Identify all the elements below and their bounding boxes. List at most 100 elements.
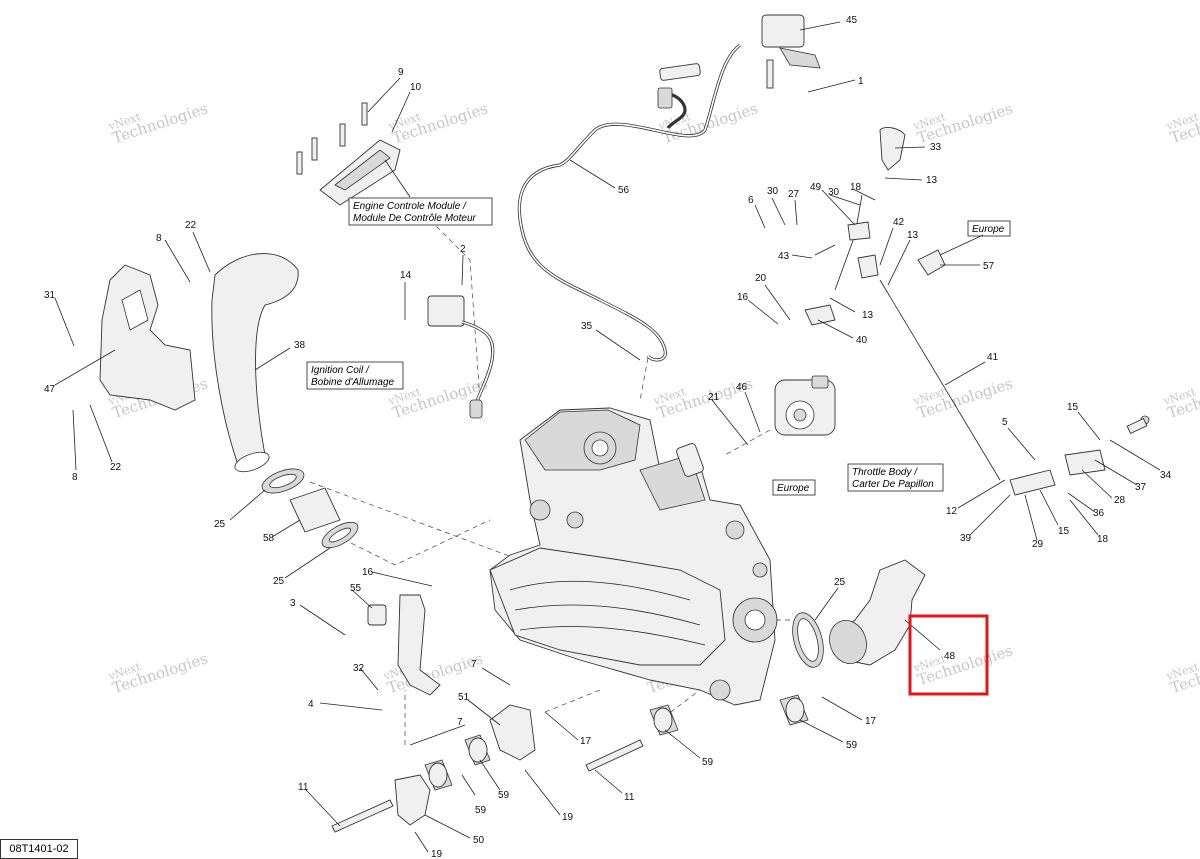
callout-56: 56 — [618, 185, 630, 196]
throttle-rod — [879, 279, 1001, 481]
callout-51: 51 — [458, 692, 470, 703]
callout-25: 25 — [273, 576, 285, 587]
callout-18: 18 — [1097, 534, 1109, 545]
heat-shield — [99, 264, 196, 411]
callout-30: 30 — [767, 186, 779, 197]
long-bolt — [331, 799, 394, 833]
engine-bracket — [489, 704, 536, 761]
thumb-lever — [779, 47, 821, 69]
screw — [339, 123, 346, 147]
throttle-lever — [879, 127, 906, 171]
ecm-connector-block — [334, 149, 391, 191]
callout-55: 55 — [350, 583, 362, 594]
linkage-arm — [1009, 469, 1056, 496]
callout-9: 9 — [398, 67, 404, 78]
callout-7: 7 — [471, 659, 477, 670]
engine — [489, 407, 778, 706]
callout-37: 37 — [1135, 482, 1147, 493]
callout-27: 27 — [788, 189, 800, 200]
callout-13: 13 — [926, 175, 938, 186]
engine-bracket — [397, 594, 441, 696]
screw — [296, 151, 303, 175]
callout-16: 16 — [737, 292, 749, 303]
long-bolt — [585, 739, 644, 772]
cable-adjuster — [659, 63, 701, 81]
callout-11: 11 — [624, 792, 635, 803]
callout-4: 4 — [308, 699, 314, 710]
throttle-cable — [517, 43, 742, 362]
callout-47: 47 — [44, 384, 56, 395]
callout-10: 10 — [410, 82, 422, 93]
caption-europe: Europe — [972, 224, 1005, 235]
callout-34: 34 — [1160, 470, 1172, 481]
callout-14: 14 — [400, 270, 412, 281]
callout-1: 1 — [858, 76, 864, 87]
callout-50: 50 — [473, 835, 485, 846]
callout-16: 16 — [362, 567, 374, 578]
callout-20: 20 — [755, 273, 767, 284]
rubber-dampers — [424, 694, 809, 791]
callout-2: 2 — [460, 244, 466, 255]
intake-adapter — [289, 487, 341, 533]
callout-25: 25 — [214, 519, 226, 530]
spark-plug-boot — [469, 399, 483, 419]
caption-ecm-line1: Engine Controle Module / — [353, 201, 467, 212]
callout-38: 38 — [294, 340, 306, 351]
callout-32: 32 — [353, 663, 365, 674]
callout-42: 42 — [893, 217, 905, 228]
callout-39: 39 — [960, 533, 972, 544]
callout-18: 18 — [850, 182, 862, 193]
callout-5: 5 — [1002, 417, 1008, 428]
callout-45: 45 — [846, 15, 858, 26]
callout-17: 17 — [580, 736, 592, 747]
callout-17: 17 — [865, 716, 877, 727]
ignition-coil — [427, 295, 465, 327]
callout-30: 30 — [828, 187, 840, 198]
leader-lines — [54, 21, 1161, 853]
callout-57: 57 — [983, 261, 995, 272]
caption-europe: Europe — [777, 483, 810, 494]
screw — [361, 102, 368, 126]
caption-throttle-line1: Throttle Body / — [852, 467, 918, 478]
callout-59: 59 — [846, 740, 858, 751]
callout-19: 19 — [431, 849, 443, 859]
callout-22: 22 — [110, 462, 122, 473]
callout-33: 33 — [930, 142, 942, 153]
callout-8: 8 — [72, 472, 78, 483]
callout-15: 15 — [1067, 402, 1079, 413]
callout-31: 31 — [44, 290, 56, 301]
callout-59: 59 — [702, 757, 714, 768]
callout-22: 22 — [185, 220, 197, 231]
callout-59: 59 — [498, 790, 510, 801]
callout-15: 15 — [1058, 526, 1070, 537]
thumb-throttle-housing — [761, 14, 805, 48]
caption-ecm-line2: Module De Contrôle Moteur — [353, 213, 477, 224]
caption-throttle-line2: Carter De Papillon — [852, 479, 934, 490]
assembly-lines — [309, 219, 790, 745]
callout-43: 43 — [778, 251, 790, 262]
callout-46: 46 — [736, 382, 748, 393]
callout-36: 36 — [1093, 508, 1105, 519]
parts — [99, 14, 1150, 833]
callout-35: 35 — [581, 321, 593, 332]
screw — [311, 137, 318, 161]
callout-58: 58 — [263, 533, 275, 544]
caption-boxes: Engine Controle Module / Module De Contr… — [306, 197, 1011, 496]
callout-49: 49 — [810, 182, 822, 193]
callout-11: 11 — [298, 782, 309, 793]
callout-numbers: 45 1 9 10 33 13 56 30 27 49 18 30 6 43 4… — [44, 15, 1172, 859]
callout-41: 41 — [987, 352, 999, 363]
callout-59: 59 — [475, 805, 487, 816]
callout-13: 13 — [862, 310, 874, 321]
callout-21: 21 — [708, 392, 720, 403]
callout-3: 3 — [290, 598, 296, 609]
caption-ignition-line2: Bobine d'Allumage — [311, 377, 395, 388]
intake-duct — [211, 253, 299, 471]
highlight-box — [908, 614, 989, 696]
caption-ignition-line1: Ignition Coil / — [311, 365, 370, 376]
rubber-mount — [367, 604, 387, 626]
callout-19: 19 — [562, 812, 574, 823]
callout-25: 25 — [834, 577, 846, 588]
callout-28: 28 — [1114, 495, 1126, 506]
